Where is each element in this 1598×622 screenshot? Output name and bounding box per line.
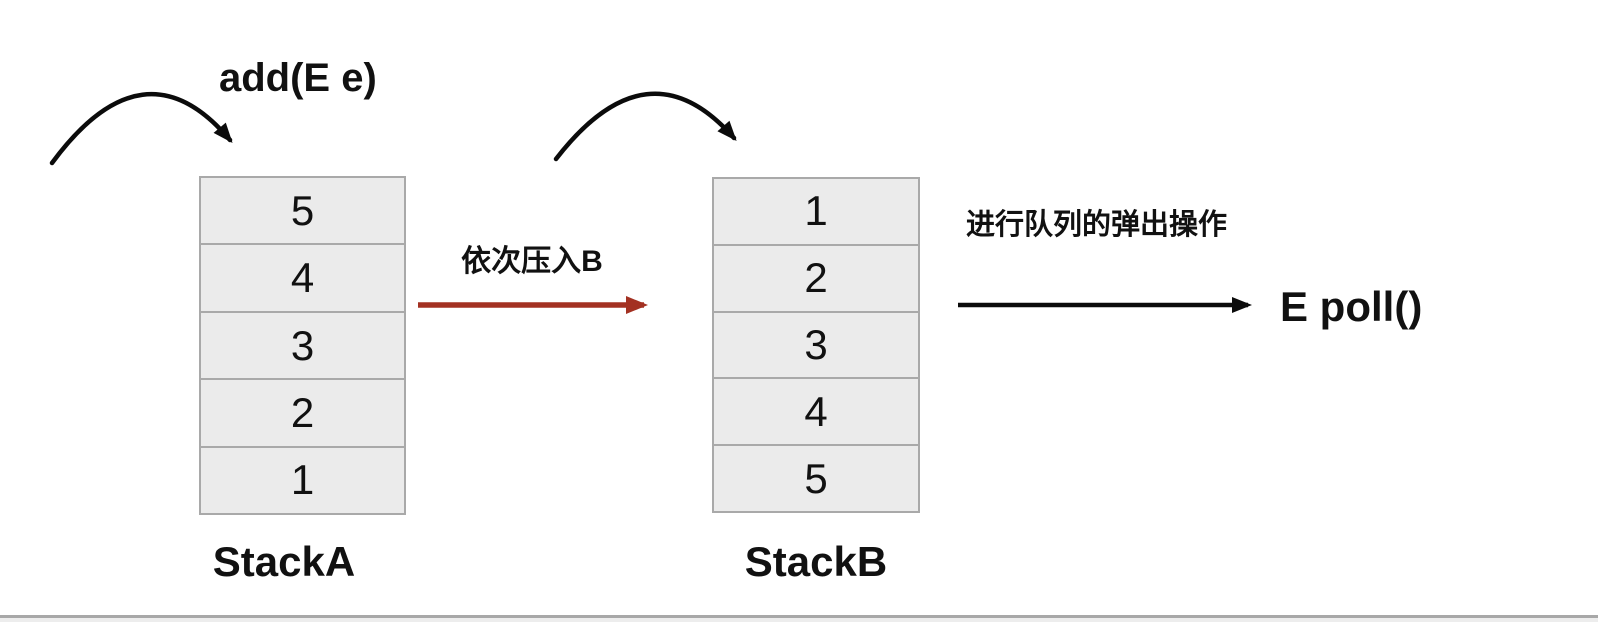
stack-cell: 5 xyxy=(201,178,404,244)
enqueue-arc-arrow-icon xyxy=(49,91,233,166)
stack-cell: 3 xyxy=(201,310,404,379)
stack-a-label: StackA xyxy=(212,538,356,585)
footer-divider xyxy=(0,615,1598,618)
stack-cell: 1 xyxy=(201,445,404,514)
transfer-arc-arrow-icon xyxy=(553,91,737,162)
poll-method-label: E poll() xyxy=(1280,283,1423,330)
pop-operation-label: 进行队列的弹出操作 xyxy=(966,209,1228,241)
stack-b: 1 2 3 4 5 xyxy=(712,177,920,513)
transfer-label: 依次压入B xyxy=(461,245,603,278)
stack-a: 5 4 3 2 1 xyxy=(199,176,406,515)
stack-cell: 5 xyxy=(714,444,918,511)
stack-cell: 4 xyxy=(714,377,918,445)
stack-cell: 3 xyxy=(714,310,918,378)
footer-strip xyxy=(0,618,1598,622)
add-method-label: add(E e) xyxy=(219,56,377,100)
stack-cell: 1 xyxy=(714,179,918,244)
stack-cell: 2 xyxy=(201,378,404,446)
stack-b-label: StackB xyxy=(744,538,888,585)
stack-cell: 2 xyxy=(714,243,918,311)
stack-cell: 4 xyxy=(201,243,404,311)
